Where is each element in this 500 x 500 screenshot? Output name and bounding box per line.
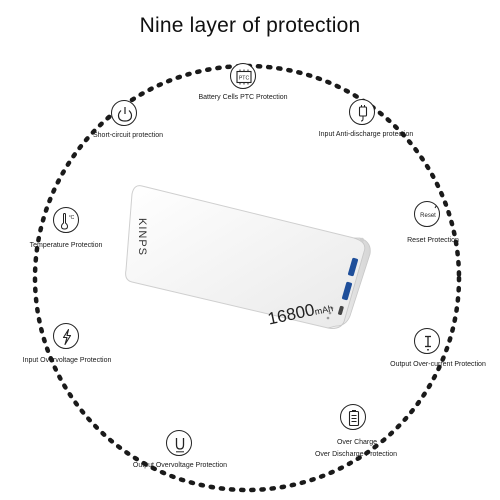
protection-label-temperature: Temperature Protection <box>29 242 103 249</box>
reset-icon-text: Reset <box>420 213 436 219</box>
protection-label-reset: Reset Protection <box>407 237 459 244</box>
current-icon <box>414 328 440 354</box>
reset-icon: Reset <box>414 201 440 227</box>
battery-icon <box>340 404 366 430</box>
usb-port-2 <box>341 281 353 301</box>
protection-label-output-overvoltage: Output Overvoltage Protection <box>132 462 228 469</box>
usb-port-1 <box>347 257 359 277</box>
ptc-icon-text: PTC <box>239 75 250 81</box>
protection-label-short-circuit: Short-circuit protection <box>92 132 164 139</box>
protection-label-over-discharge: Over Discharge Protection <box>314 451 398 458</box>
plug-icon <box>349 99 375 125</box>
ptc-chip-icon: PTC <box>230 63 256 89</box>
page-title: Nine layer of protection <box>139 14 361 37</box>
protection-label-anti-discharge: Input Anti-discharge protection <box>318 131 414 138</box>
thermometer-icon: °C <box>53 207 79 233</box>
protection-label-over-current: Output Over-current Protection <box>390 361 486 368</box>
protection-label-input-overvoltage: Input Overvoltage Protection <box>22 357 112 364</box>
brand-label: KINPS <box>136 218 148 257</box>
voltage-u-icon <box>166 430 192 456</box>
protection-label-ptc: Battery Cells PTC Protection <box>198 94 288 101</box>
lightning-icon <box>53 323 79 349</box>
capacity-unit: mAh <box>313 303 334 317</box>
celsius-icon-text: °C <box>69 215 75 221</box>
power-bank <box>125 185 371 329</box>
power-icon <box>111 100 137 126</box>
micro-usb-port <box>338 305 344 316</box>
protection-label-over-charge: Over Charge <box>336 439 378 446</box>
